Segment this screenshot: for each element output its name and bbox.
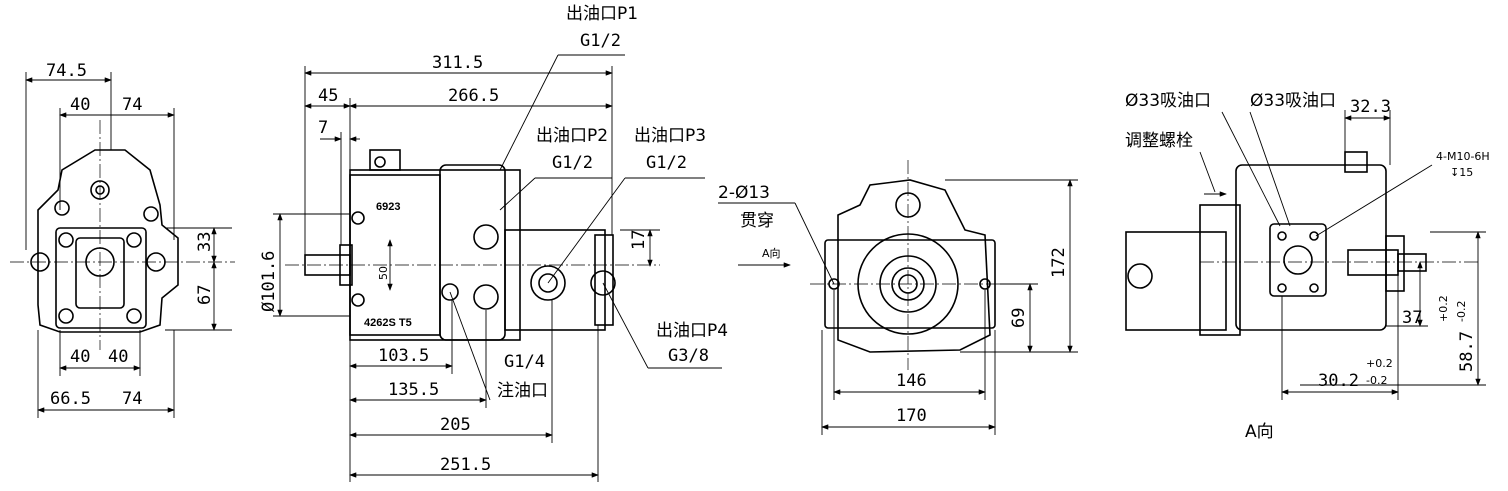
side-view: 6923 4262S T5 311.5 45 266.5 7 Ø101.6 50… [259,4,728,482]
dim-view-a-offset: 32.3 [1350,97,1391,117]
callout-suction-port-1: Ø33吸油口 [1125,91,1211,111]
dim-rear-height: 172 [1049,247,1069,278]
dim-side-shaft-offset: 7 [318,118,328,138]
view-a: Ø33吸油口 Ø33吸油口 调整螺栓 32.3 4-M10-6H ↧15 37 … [1125,91,1490,442]
callout-adjust-bolt: 调整螺栓 [1125,131,1193,151]
callout-fill-thread: G1/4 [504,352,545,372]
callout-through-hole-note: 贯穿 [740,211,774,231]
dim-side-overall-length: 311.5 [432,53,483,73]
view-direction-arrow-label: A向 [762,246,781,260]
callout-port-p1-thread: G1/2 [580,31,621,51]
callout-port-p2-thread: G1/2 [552,153,593,173]
dim-side-bottom-4: 251.5 [440,455,491,475]
callout-fill-port: 注油口 [497,381,548,401]
dim-rear-hole-spacing: 146 [896,371,927,391]
view-a-caption: A向 [1245,422,1274,442]
dim-rear-center-height: 69 [1009,308,1029,328]
callout-port-p3-thread: G1/2 [646,153,687,173]
dim-front-base-right: 74 [122,389,142,409]
side-view-nameplate-top: 6923 [376,201,400,213]
callout-port-p3: 出油口P3 [634,126,706,146]
dim-front-overall-left: 74.5 [46,61,87,81]
dim-view-a-37: 37 [1402,308,1422,328]
dim-side-bottom-1: 103.5 [378,346,429,366]
front-view: 74.5 40 74 33 67 40 40 66.5 74 [10,61,235,418]
dim-rear-width: 170 [896,406,927,426]
callout-thread-spec: 4-M10-6H [1436,150,1490,163]
dim-side-pilot-diameter: Ø101.6 [259,251,279,312]
dim-front-lower-height: 67 [195,285,215,305]
dim-view-a-height: 58.7 [1457,331,1477,372]
callout-through-hole: 2-Ø13 [718,183,770,203]
dim-front-upper-height: 33 [195,232,215,252]
dim-front-right: 74 [122,95,142,115]
dim-side-bottom-3: 205 [440,415,471,435]
dim-view-a-37-tol-plus: +0.2 [1437,295,1450,322]
dim-view-a-30-tol-minus: -0.2 [1366,374,1387,387]
dim-side-body-length: 266.5 [448,86,499,106]
callout-port-p1: 出油口P1 [566,4,638,24]
callout-suction-port-2: Ø33吸油口 [1250,91,1336,111]
dim-side-shaft-small: 50 [377,266,390,280]
dim-front-bottom-right: 40 [108,347,128,367]
callout-port-p4-thread: G3/8 [668,346,709,366]
dim-view-a-30: 30.2 [1318,371,1359,391]
dim-side-bottom-2: 135.5 [388,380,439,400]
dim-view-a-37-tol-minus: -0.2 [1455,301,1468,322]
dim-side-flange-length: 45 [318,86,338,106]
dim-front-base-left: 66.5 [50,389,91,409]
rear-view: A向 2-Ø13 贯穿 172 69 146 170 [718,160,1078,435]
dim-view-a-30-tol-plus: +0.2 [1366,357,1393,370]
callout-port-p2: 出油口P2 [536,126,608,146]
side-view-nameplate-bottom: 4262S T5 [364,317,412,329]
dim-front-left: 40 [70,95,90,115]
callout-port-p4: 出油口P4 [656,321,728,341]
callout-thread-depth: ↧15 [1450,166,1473,179]
dim-front-bottom-left: 40 [70,347,90,367]
dim-side-port-offset: 17 [629,230,649,250]
